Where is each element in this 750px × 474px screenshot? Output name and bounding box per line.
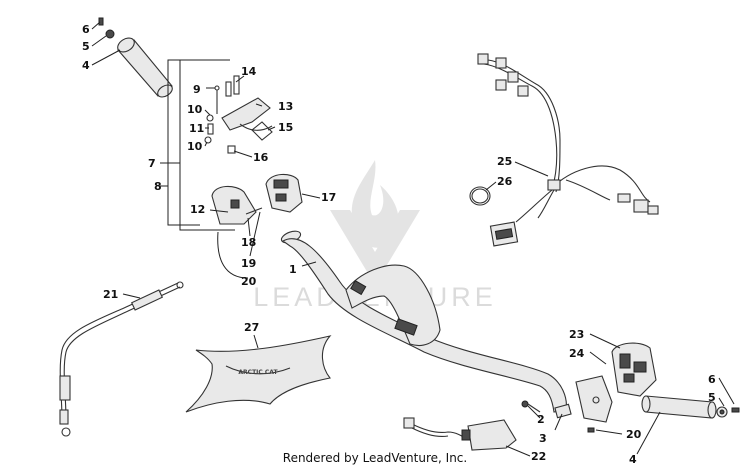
left-switch-housing xyxy=(211,173,303,225)
callout-5b: 5 xyxy=(708,391,716,404)
wiring-harness xyxy=(469,53,659,247)
callout-6b: 6 xyxy=(708,373,716,386)
lower-wiring xyxy=(403,417,517,451)
lower-hardware xyxy=(521,400,595,433)
callout-6: 6 xyxy=(82,23,90,36)
callout-4b: 4 xyxy=(629,453,637,466)
callout-5: 5 xyxy=(82,40,90,53)
callout-10b: 10 xyxy=(187,140,203,153)
callout-26: 26 xyxy=(497,175,513,188)
callout-13: 13 xyxy=(278,100,293,113)
callout-16: 16 xyxy=(253,151,269,164)
assembly-bracket xyxy=(167,59,235,231)
callout-15: 15 xyxy=(278,121,293,134)
throttle-assembly xyxy=(204,75,273,154)
callout-9: 9 xyxy=(193,83,201,96)
right-switch-housing xyxy=(575,342,657,423)
callout-3: 3 xyxy=(539,432,547,445)
callout-7: 7 xyxy=(148,157,156,170)
callout-20: 20 xyxy=(241,275,257,288)
handlebar-pad: ARCTIC CAT xyxy=(185,335,332,413)
callout-11: 11 xyxy=(189,122,204,135)
callout-10: 10 xyxy=(187,103,203,116)
callout-1: 1 xyxy=(289,263,297,276)
callout-24: 24 xyxy=(569,347,585,360)
callout-18: 18 xyxy=(241,236,256,249)
pad-logo: ARCTIC CAT xyxy=(238,369,278,376)
handlebar xyxy=(280,230,567,413)
throttle-cable xyxy=(59,281,184,437)
callout-12: 12 xyxy=(190,203,205,216)
left-grip xyxy=(98,17,173,98)
callout-23: 23 xyxy=(569,328,584,341)
callout-19: 19 xyxy=(241,257,256,270)
callout-14: 14 xyxy=(241,65,257,78)
callout-2: 2 xyxy=(537,413,545,426)
callout-27: 27 xyxy=(244,321,259,334)
callout-22: 22 xyxy=(531,450,546,463)
callout-17: 17 xyxy=(321,191,336,204)
right-grip xyxy=(641,395,740,419)
callout-4: 4 xyxy=(82,59,90,72)
callout-25: 25 xyxy=(497,155,512,168)
callout-21: 21 xyxy=(103,288,118,301)
callout-20b: 20 xyxy=(626,428,642,441)
callout-8: 8 xyxy=(154,180,162,193)
footer-credit: Rendered by LeadVenture, Inc. xyxy=(282,451,468,465)
